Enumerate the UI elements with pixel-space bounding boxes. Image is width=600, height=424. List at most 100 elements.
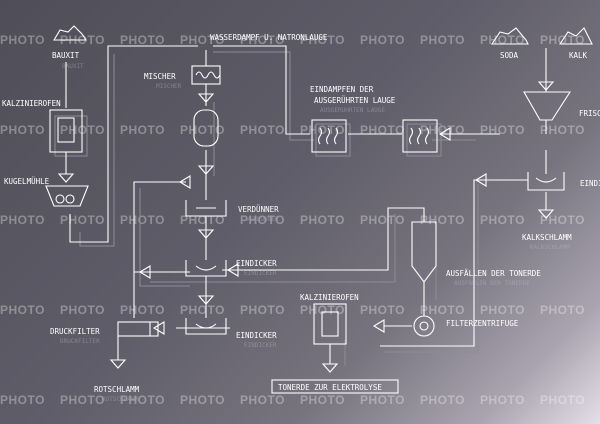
- watermark-text: PHOTO: [240, 393, 285, 407]
- watermark-text: PHOTO: [480, 213, 525, 227]
- watermark-text: PHOTO: [120, 213, 165, 227]
- watermark-text: PHOTO: [300, 303, 345, 317]
- ghost-ausfaellen: AUSFÄLLEN DER TONERDE: [454, 280, 530, 287]
- ghost-rotschlamm: ROTSCHLAMM: [102, 396, 139, 403]
- watermark-text: PHOTO: [540, 123, 585, 137]
- watermark-text: PHOTO: [240, 33, 285, 47]
- ghost-bauxit: BAUXIT: [62, 63, 84, 70]
- watermark-text: PHOTO: [180, 33, 225, 47]
- label-druckfilter: DRUCKFILTER: [50, 327, 100, 336]
- label-rotschlamm: ROTSCHLAMM: [94, 385, 140, 394]
- watermark-text: PHOTO: [300, 123, 345, 137]
- watermark-text: PHOTO: [60, 213, 105, 227]
- watermark-text: PHOTO: [120, 123, 165, 137]
- watermark-text: PHOTO: [0, 213, 45, 227]
- watermark-text: PHOTO: [120, 393, 165, 407]
- eindampfen-box-2: [402, 119, 438, 153]
- tank-icon: [193, 109, 219, 147]
- watermark-text: PHOTO: [0, 393, 45, 407]
- eindicker-1-icon: [185, 260, 227, 277]
- ghost-kalkschlamm: KALKSCHLAMM: [530, 244, 570, 251]
- ghost-eindicker-2: EINDICKER: [244, 342, 277, 349]
- kalk-pile-icon: [558, 27, 593, 45]
- frisch-funnel-icon: [523, 91, 572, 121]
- label-eindi-right: EINDI: [580, 179, 600, 188]
- label-verduenner: VERDÜNNER: [238, 205, 279, 214]
- watermark-text: PHOTO: [0, 123, 45, 137]
- watermark-text: PHOTO: [240, 303, 285, 317]
- ghost-eindampfen: AUSGERÜHRTEN LAUGE: [320, 107, 385, 114]
- ghost-druckfilter: DRUCKFILTER: [60, 338, 100, 345]
- label-eindampfen-1: EINDAMPFEN DER: [310, 85, 374, 94]
- eindicker-2-icon: [185, 318, 227, 335]
- watermark-text: PHOTO: [180, 303, 225, 317]
- watermark-text: PHOTO: [120, 33, 165, 47]
- bauxit-pile-icon: [53, 25, 88, 41]
- watermark-text: PHOTO: [420, 303, 465, 317]
- verduenner-icon: [185, 200, 227, 217]
- label-kalzinierofen-bottom: KALZINIEROFEN: [300, 293, 359, 302]
- watermark-text: PHOTO: [480, 123, 525, 137]
- equipment: [45, 25, 593, 394]
- watermark-text: PHOTO: [240, 213, 285, 227]
- watermark-text: PHOTO: [360, 393, 405, 407]
- ghost-verduenner: VERDÜNNER: [246, 216, 279, 223]
- ghost-labels: BAUXIT MISCHER AUSGERÜHRTEN LAUGE VERDÜN…: [60, 63, 570, 403]
- label-eindicker-2: EINDICKER: [236, 331, 277, 340]
- ausfaellen-vessel-icon: [411, 221, 437, 283]
- watermark-text: PHOTO: [360, 213, 405, 227]
- kalzinierofen-top-icon: [49, 109, 83, 153]
- label-kalkschlamm: KALKSCHLAMM: [522, 233, 572, 242]
- kalzinierofen-bottom-icon: [313, 303, 347, 345]
- label-filterzentrifuge: FILTERZENTRIFUGE: [446, 319, 519, 328]
- watermark-text: PHOTO: [300, 33, 345, 47]
- labels: BAUXIT WASSERDAMPF U. NATRONLAUGE SODA K…: [2, 33, 600, 394]
- watermark-text: PHOTO: [480, 393, 525, 407]
- label-eindampfen-2: AUSGERÜHRTEN LAUGE: [314, 96, 396, 105]
- label-wasserdampf: WASSERDAMPF U. NATRONLAUGE: [210, 33, 328, 42]
- label-kalzinierofen-top: KALZINIEROFEN: [2, 99, 61, 108]
- druckfilter-icon: [117, 321, 159, 337]
- eindicker-right-icon: [527, 172, 565, 191]
- watermark-text: PHOTO: [60, 303, 105, 317]
- watermark-text: PHOTO: [60, 393, 105, 407]
- watermark-text: PHOTO: [540, 303, 585, 317]
- label-kalk: KALK: [569, 51, 588, 60]
- label-bauxit: BAUXIT: [52, 51, 80, 60]
- label-ausfaellen: AUSFÄLLEN DER TONERDE: [446, 269, 541, 278]
- label-kugelmuehle: KUGELMÜHLE: [4, 177, 50, 186]
- watermark-text: PHOTO: [120, 303, 165, 317]
- filterzentrifuge-icon: [413, 315, 435, 337]
- watermark-text: PHOTO: [180, 213, 225, 227]
- label-eindicker-1: EINDICKER: [236, 259, 277, 268]
- watermark-text: PHOTO: [420, 33, 465, 47]
- watermark-text: PHOTO: [360, 303, 405, 317]
- label-mischer: MISCHER: [144, 72, 176, 81]
- label-frisch: FRISC: [579, 109, 600, 118]
- watermark-text: PHOTO: [300, 213, 345, 227]
- watermark-text: PHOTO: [420, 213, 465, 227]
- watermark-text: PHOTO: [480, 33, 525, 47]
- watermark-text: PHOTO: [540, 393, 585, 407]
- watermark-text: PHOTO: [0, 33, 45, 47]
- watermark-text: PHOTO: [180, 123, 225, 137]
- watermark-layer: PHOTO PHOTO PHOTO PHOTO PHOTO PHOTO PHOTO PHOTO…: [0, 33, 585, 407]
- watermark-text: PHOTO: [0, 303, 45, 317]
- ghost-mischer: MISCHER: [156, 83, 182, 90]
- tonerde-box: [271, 379, 399, 394]
- watermark-text: PHOTO: [360, 33, 405, 47]
- kugelmuehle-icon: [45, 185, 89, 207]
- eindampfen-box-1: [311, 119, 347, 153]
- ghost-eindicker-1: EINDICKER: [244, 270, 277, 277]
- watermark-text: PHOTO: [300, 393, 345, 407]
- watermark-text: PHOTO: [240, 123, 285, 137]
- watermark-text: PHOTO: [420, 393, 465, 407]
- watermark-text: PHOTO: [480, 303, 525, 317]
- watermark-text: PHOTO: [180, 393, 225, 407]
- arrow-heads: [57, 81, 555, 373]
- soda-pile-icon: [490, 27, 529, 45]
- label-tonerde: TONERDE ZUR ELEKTROLYSE: [278, 383, 382, 392]
- label-soda: SODA: [500, 51, 519, 60]
